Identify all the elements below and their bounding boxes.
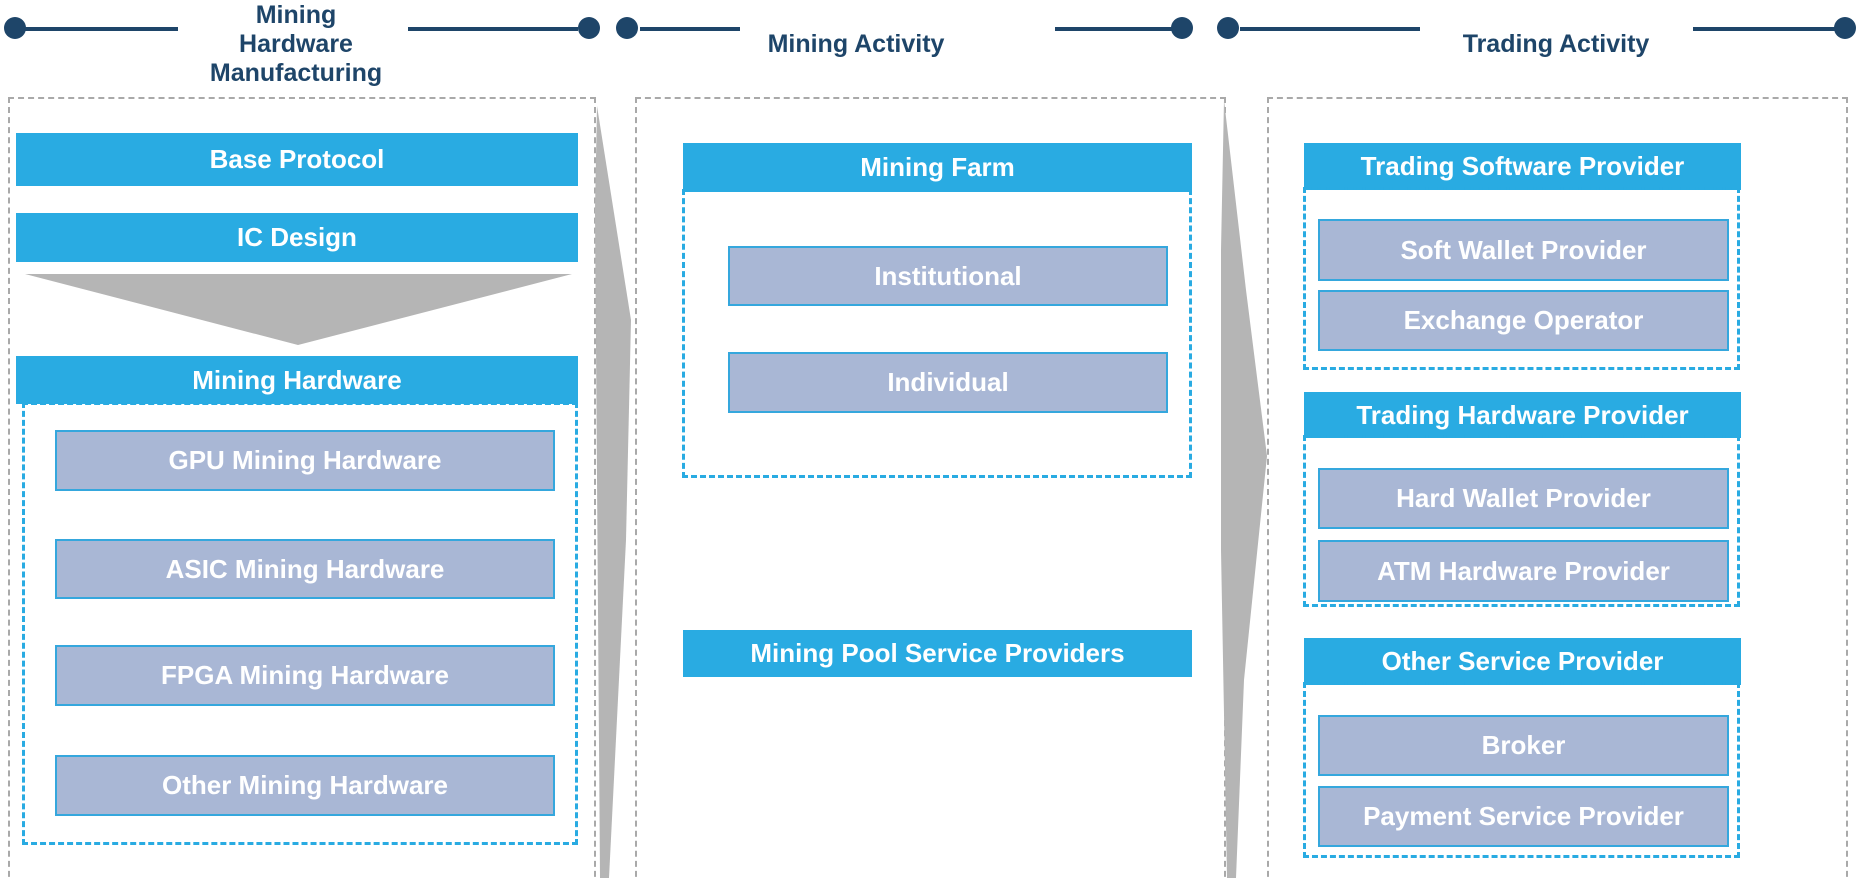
section-title-mining-activity: Mining Activity xyxy=(767,30,945,58)
section-title-mining-hardware-manufacturing: Mining Hardware Manufacturing xyxy=(168,1,424,88)
title-line: Hardware xyxy=(239,30,353,58)
timeline-dot xyxy=(1217,17,1239,39)
timeline-line xyxy=(640,27,740,31)
arrow-col1-col2-sliver xyxy=(595,106,631,878)
other-service-provider-bar: Other Service Provider xyxy=(1304,638,1741,685)
column-trading-activity xyxy=(1267,97,1848,878)
timeline-line xyxy=(22,27,178,31)
title-line: Manufacturing xyxy=(209,59,383,87)
trading-hardware-group-box xyxy=(1303,435,1740,607)
timeline-line xyxy=(1693,27,1837,31)
trading-software-provider-bar: Trading Software Provider xyxy=(1304,143,1741,190)
column-mining-hardware-manufacturing xyxy=(8,97,596,878)
broker-box: Broker xyxy=(1318,715,1729,776)
gpu-mining-hardware-box: GPU Mining Hardware xyxy=(55,430,555,491)
mining-hardware-bar: Mining Hardware xyxy=(16,356,578,404)
trading-hardware-provider-bar: Trading Hardware Provider xyxy=(1304,392,1741,438)
timeline-line xyxy=(408,27,578,31)
institutional-box: Institutional xyxy=(728,246,1168,306)
exchange-operator-box: Exchange Operator xyxy=(1318,290,1729,351)
payment-service-provider-box: Payment Service Provider xyxy=(1318,786,1729,847)
timeline-dot xyxy=(4,17,26,39)
ic-design-bar: IC Design xyxy=(16,213,578,262)
soft-wallet-provider-box: Soft Wallet Provider xyxy=(1318,219,1729,281)
mining-hardware-group-box xyxy=(22,402,578,845)
other-mining-hardware-box: Other Mining Hardware xyxy=(55,755,555,816)
timeline-dot xyxy=(616,17,638,39)
timeline-line xyxy=(1240,27,1420,31)
timeline-line xyxy=(1055,27,1173,31)
atm-hardware-provider-box: ATM Hardware Provider xyxy=(1318,540,1729,602)
mining-farm-group-box xyxy=(682,189,1192,478)
fpga-mining-hardware-box: FPGA Mining Hardware xyxy=(55,645,555,706)
asic-mining-hardware-box: ASIC Mining Hardware xyxy=(55,539,555,599)
timeline-dot xyxy=(1834,17,1856,39)
funnel-triangle xyxy=(25,274,572,345)
title-line: Mining xyxy=(255,1,337,29)
arrow-col2-col3-sliver xyxy=(1221,100,1267,878)
section-title-trading-activity: Trading Activity xyxy=(1462,30,1650,58)
trading-software-group-box xyxy=(1303,187,1740,370)
timeline-dot xyxy=(1171,17,1193,39)
hard-wallet-provider-box: Hard Wallet Provider xyxy=(1318,468,1729,529)
other-service-group-box xyxy=(1303,682,1740,858)
mining-pool-service-providers-bar: Mining Pool Service Providers xyxy=(683,630,1192,677)
individual-box: Individual xyxy=(728,352,1168,413)
base-protocol-bar: Base Protocol xyxy=(16,133,578,186)
mining-farm-bar: Mining Farm xyxy=(683,143,1192,192)
timeline-dot xyxy=(578,17,600,39)
